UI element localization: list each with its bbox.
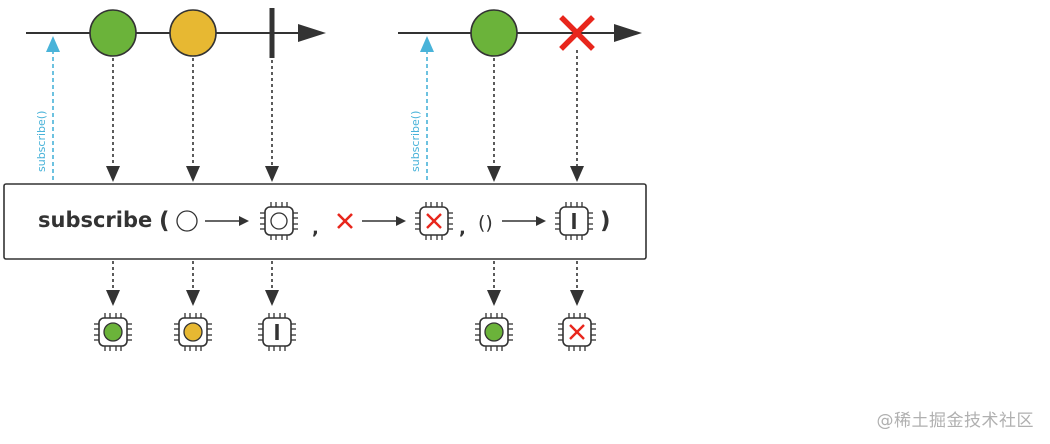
empty-circle-icon	[176, 210, 198, 232]
unit-parens: ()	[478, 212, 493, 234]
close-paren: )	[600, 208, 611, 234]
operator-name: subscribe	[38, 208, 152, 232]
timeline-1	[26, 8, 326, 58]
input-arrows	[112, 50, 578, 168]
input-arrowheads	[106, 166, 584, 182]
error-x-icon	[337, 213, 353, 229]
chip-icon	[554, 201, 594, 241]
subscribe-label: subscribe()	[409, 111, 422, 172]
yellow-marble	[169, 9, 217, 57]
output-chip-error	[557, 312, 597, 352]
chip-icon	[259, 201, 299, 241]
subscribe-arrow-1: subscribe()	[35, 36, 60, 180]
watermark: @稀土掘金技术社区	[876, 411, 1034, 431]
separator: ,	[459, 218, 466, 239]
output-chip-yellow	[173, 312, 213, 352]
timeline-2	[398, 9, 642, 57]
subscribe-arrow-2: subscribe()	[409, 36, 434, 180]
output-chip-green	[93, 312, 133, 352]
error-x-icon	[559, 15, 595, 51]
timeline-arrow-icon	[298, 24, 326, 42]
separator: ,	[312, 218, 319, 239]
open-paren: (	[159, 208, 170, 234]
chip-icon	[414, 201, 454, 241]
green-marble	[470, 9, 518, 57]
timeline-arrow-icon	[614, 24, 642, 42]
output-arrows	[112, 261, 578, 292]
operator-box	[3, 183, 647, 260]
output-chip-green	[474, 312, 514, 352]
green-marble	[89, 9, 137, 57]
subscribe-label: subscribe()	[35, 111, 48, 172]
output-arrowheads	[106, 290, 584, 306]
output-chip-complete	[257, 312, 297, 352]
